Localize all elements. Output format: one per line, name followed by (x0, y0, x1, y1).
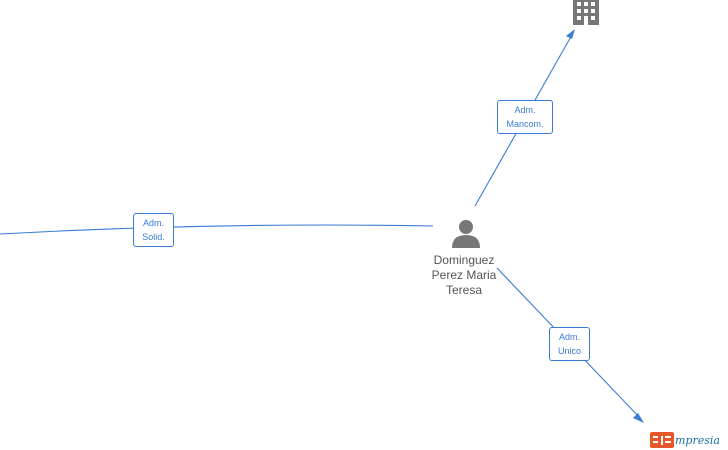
edge-adm-solid (0, 224, 434, 235)
edge-label-adm-unico[interactable]: Adm. Unico (549, 327, 590, 361)
person-name-line-1: Dominguez (433, 253, 495, 267)
edge-label-line-2: Solid. (142, 232, 165, 242)
edge-label-line-1: Adm. (142, 218, 164, 228)
empresia-logo-icon (650, 432, 674, 448)
building-icon[interactable] (570, 0, 602, 26)
empresia-logo-text: mpresia (675, 433, 720, 447)
person-icon[interactable] (451, 219, 481, 249)
edge-label-line-2: Unico (557, 346, 581, 356)
person-name-line-3: Teresa (445, 283, 483, 297)
edge-label-line-1: Adm. (558, 332, 580, 342)
edge-adm-mancom-arrowhead (566, 29, 575, 39)
person-name-line-2: Perez Maria (431, 268, 497, 282)
person-name-label[interactable]: Dominguez Perez Maria Teresa (409, 253, 519, 298)
edge-label-adm-mancom[interactable]: Adm. Mancom. (497, 100, 553, 134)
edge-label-line-1: Adm. (514, 105, 536, 115)
edge-label-line-2: Mancom. (506, 119, 544, 129)
empresia-logo: mpresia (650, 430, 720, 450)
edge-adm-unico-arrowhead (633, 413, 644, 423)
edge-label-adm-solid[interactable]: Adm. Solid. (133, 213, 174, 247)
